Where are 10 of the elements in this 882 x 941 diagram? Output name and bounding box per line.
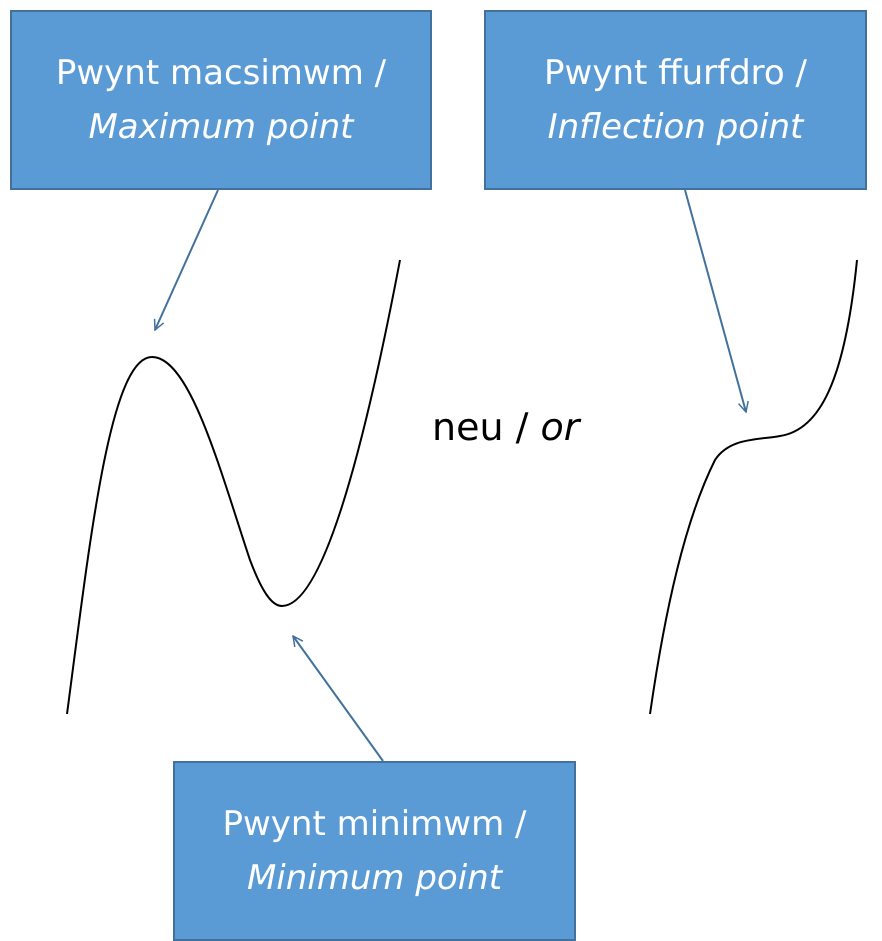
box-label: Pwynt minimwm / Minimum point: [222, 802, 528, 900]
label-box: [173, 761, 576, 941]
separator-text: neu / or: [432, 405, 580, 449]
label-box: [10, 10, 432, 190]
leader-arrow: [292, 635, 384, 762]
leader-arrow: [154, 190, 219, 331]
label-box: [484, 10, 867, 190]
leader-arrow: [684, 190, 749, 413]
box-label: Pwynt macsimwm / Maximum point: [54, 52, 388, 149]
box-label: Pwynt ffurfdro / Inflection point: [543, 52, 808, 149]
